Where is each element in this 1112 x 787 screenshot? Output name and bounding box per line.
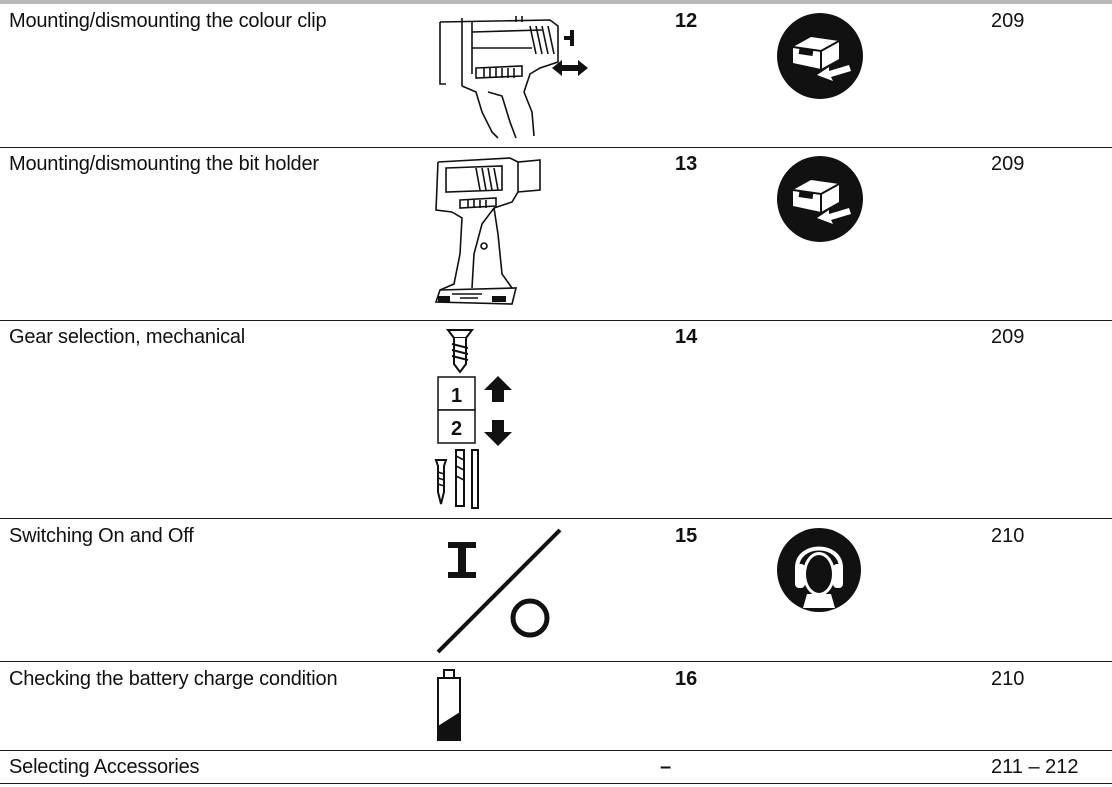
row-separator bbox=[0, 661, 1112, 662]
page-number: 209 bbox=[991, 326, 1025, 348]
action-label: Switching On and Off bbox=[9, 525, 194, 547]
gear-1-label: 1 bbox=[451, 385, 462, 407]
action-label: Gear selection, mechanical bbox=[9, 326, 246, 348]
action-label: Mounting/dismounting the colour clip bbox=[9, 10, 327, 32]
arrow-down-icon bbox=[484, 420, 512, 446]
drill-colour-clip-icon bbox=[439, 16, 588, 139]
battery-remove-pictogram-icon bbox=[777, 13, 863, 99]
figure-number: 13 bbox=[675, 153, 698, 175]
page-number: 209 bbox=[991, 10, 1025, 32]
arrow-up-icon bbox=[484, 376, 512, 402]
battery-remove-pictogram-icon bbox=[777, 156, 863, 242]
page-number: 210 bbox=[991, 525, 1025, 547]
figure-number: 15 bbox=[675, 525, 698, 547]
figure-number: – bbox=[660, 756, 672, 778]
figure-number: 16 bbox=[675, 668, 698, 690]
row-separator bbox=[0, 783, 1112, 784]
on-off-symbol-icon bbox=[436, 528, 562, 654]
page-number: 211 – 212 bbox=[991, 756, 1079, 778]
page-number: 209 bbox=[991, 153, 1025, 175]
ear-protection-pictogram-icon bbox=[777, 528, 861, 612]
row-separator bbox=[0, 518, 1112, 519]
action-label: Checking the battery charge condition bbox=[9, 668, 338, 690]
page-number: 210 bbox=[991, 668, 1025, 690]
gear-selector-icon: 1 2 bbox=[434, 329, 512, 509]
battery-charge-icon bbox=[437, 669, 461, 741]
figure-number: 12 bbox=[675, 10, 698, 32]
top-rule bbox=[0, 0, 1112, 4]
action-label: Selecting Accessories bbox=[9, 756, 200, 778]
row-separator bbox=[0, 320, 1112, 321]
action-label: Mounting/dismounting the bit holder bbox=[9, 153, 319, 175]
gear-2-label: 2 bbox=[451, 418, 462, 440]
drill-bit-holder-icon bbox=[434, 157, 541, 305]
figure-number: 14 bbox=[675, 326, 698, 348]
row-separator bbox=[0, 750, 1112, 751]
row-separator bbox=[0, 147, 1112, 148]
